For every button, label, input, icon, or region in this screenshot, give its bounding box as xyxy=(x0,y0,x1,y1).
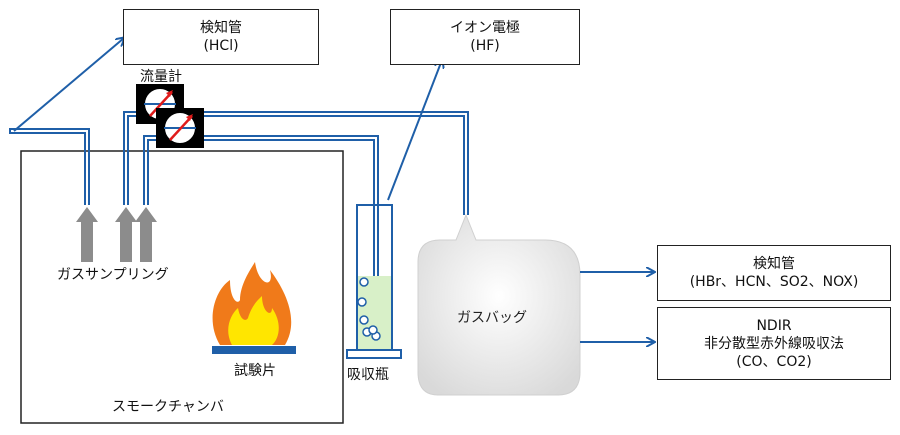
hcl-detector-box: 検知管 (HCl) xyxy=(123,9,319,65)
absorber-label: 吸収瓶 xyxy=(347,367,389,383)
gas-sampling-label: ガスサンプリング xyxy=(57,267,169,283)
flowmeter-label: 流量計 xyxy=(140,69,182,85)
multi-detector-title: 検知管 xyxy=(753,256,795,272)
multi-detector-gases: (HBr、HCN、SO2、NOX) xyxy=(689,274,859,290)
ndir-method: 非分散型赤外線吸収法 xyxy=(704,335,844,352)
smoke-chamber-label: スモークチャンバ xyxy=(112,399,224,415)
specimen-label: 試験片 xyxy=(234,363,276,379)
hcl-detector-title: 検知管 xyxy=(200,20,242,36)
gas-sampling-arrows xyxy=(76,207,157,262)
specimen-plate xyxy=(212,346,296,354)
ion-electrode-box: イオン電極 (HF) xyxy=(390,9,580,65)
absorber-bottle xyxy=(346,204,402,359)
ndir-box: NDIR 非分散型赤外線吸収法 (CO、CO2) xyxy=(657,307,891,380)
flowmeter-2 xyxy=(156,108,204,148)
ndir-gases: (CO、CO2) xyxy=(736,353,812,370)
sampling-arrow-3 xyxy=(135,207,157,262)
sampling-arrow-1 xyxy=(76,207,98,262)
flame-icon xyxy=(212,262,292,345)
smoke-chamber xyxy=(20,150,344,424)
sampling-arrow-2 xyxy=(115,207,137,262)
multi-detector-box: 検知管 (HBr、HCN、SO2、NOX) xyxy=(657,245,891,301)
pipe-network xyxy=(9,111,469,330)
arrow-to-hcl xyxy=(13,38,124,132)
arrow-to-ion-electrode xyxy=(387,60,442,201)
ion-electrode-gas: (HF) xyxy=(470,38,500,54)
ndir-title: NDIR xyxy=(756,317,792,334)
hcl-detector-gas: (HCl) xyxy=(203,38,239,54)
ion-electrode-title: イオン電極 xyxy=(450,20,520,36)
gas-bag xyxy=(417,213,581,396)
gas-bag-label: ガスバッグ xyxy=(457,310,527,326)
